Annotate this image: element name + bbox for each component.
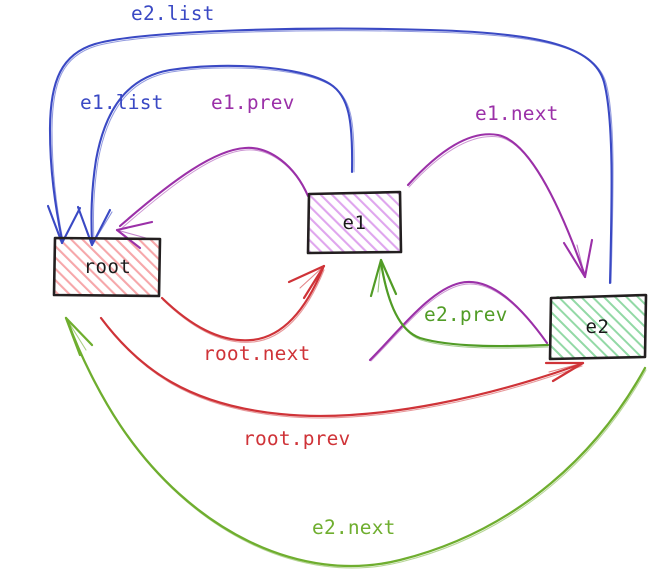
node-fill-root: [55, 238, 160, 296]
edge-label-e2-prev: e2.prev: [424, 303, 508, 326]
edge-label-e1-list: e1.list: [80, 91, 164, 114]
edge-label-root-next: root.next: [203, 342, 311, 365]
edge-label-e2-list: e2.list: [131, 2, 215, 25]
node-border-e1: [306, 190, 403, 255]
node-e1[interactable]: e1: [308, 192, 401, 254]
node-border-e2: [548, 293, 648, 361]
node-fill-e1: [309, 193, 400, 253]
edge-label-e1-prev: e1.prev: [211, 91, 295, 114]
node-fill-e2: [550, 296, 645, 358]
node-e2-label: e2: [585, 316, 610, 338]
edge-label-e1-next: e1.next: [475, 102, 559, 125]
node-e2[interactable]: e2: [549, 295, 646, 359]
edge-label-e2-next: e2.next: [312, 516, 396, 539]
edge-root-prev: [99, 316, 585, 419]
node-root-label: root: [83, 256, 132, 278]
node-border-root: [52, 236, 162, 298]
edge-e1-next-main: [406, 133, 594, 279]
edge-e1-prev: [115, 146, 310, 250]
edge-e1-next: [368, 280, 549, 362]
edge-root-next: [160, 264, 326, 343]
node-e1-label: e1: [342, 212, 367, 234]
node-root[interactable]: root: [54, 237, 161, 297]
edge-label-root-prev: root.prev: [243, 427, 351, 450]
edge-e2-next: [64, 316, 647, 569]
edge-e2-prev: [369, 258, 550, 349]
